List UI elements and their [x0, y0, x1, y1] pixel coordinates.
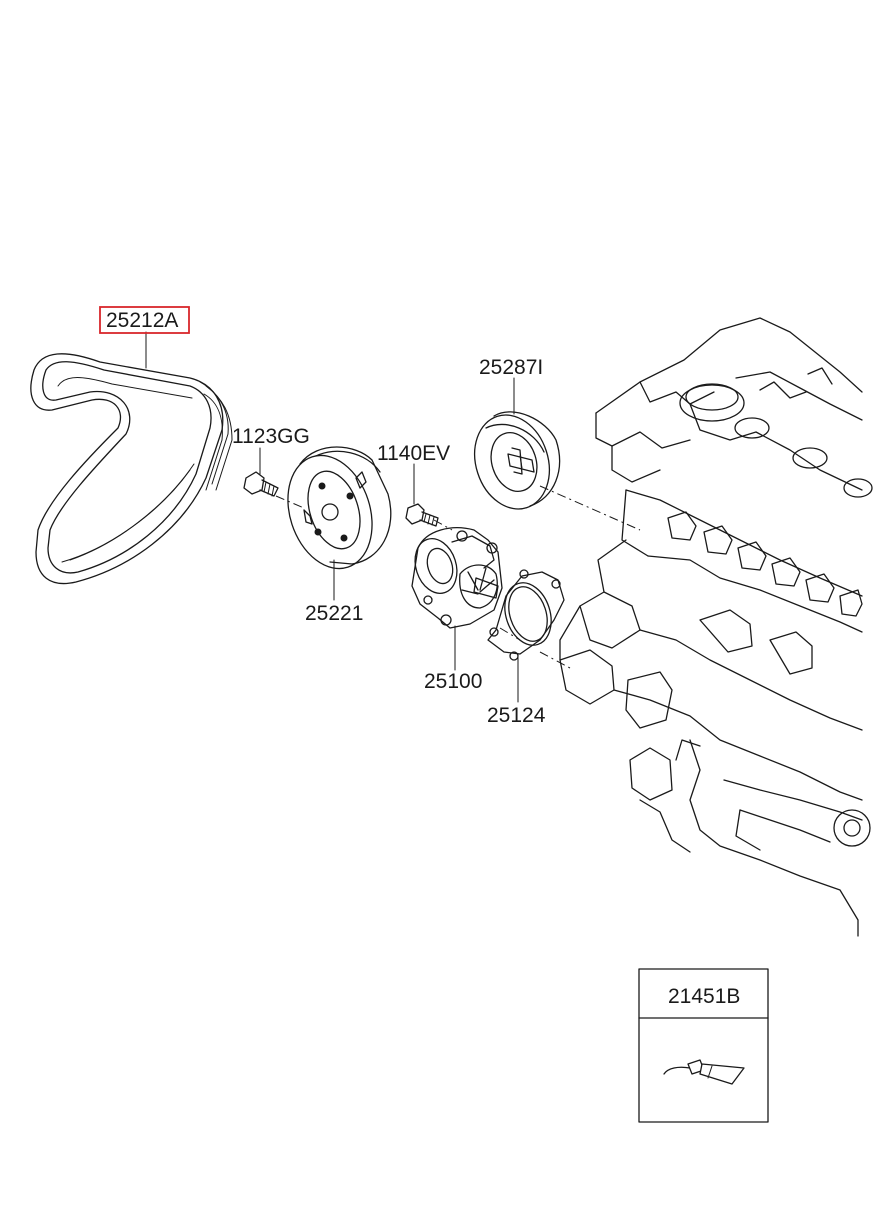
water-pump[interactable]: [408, 527, 503, 629]
label-gasket[interactable]: 25124: [487, 704, 546, 727]
idler-pulley[interactable]: [463, 405, 561, 519]
assembly-axis-lines: [275, 485, 641, 669]
part-labels: 25212A 1123GG 1140EV 25287I 25221 25100 …: [99, 306, 546, 727]
sealant-tube-icon: [663, 1059, 745, 1085]
sealant-box[interactable]: 21451B: [638, 968, 769, 1123]
label-water-pump-pulley[interactable]: 25221: [305, 602, 363, 625]
gasket[interactable]: [487, 569, 565, 661]
pulley-bolt[interactable]: [243, 471, 279, 497]
label-water-pump[interactable]: 25100: [424, 670, 482, 693]
engine-block: [559, 317, 873, 937]
drive-belt[interactable]: [30, 353, 233, 585]
label-pump-bolt[interactable]: 1140EV: [377, 442, 450, 465]
label-sealant[interactable]: 21451B: [668, 985, 740, 1008]
pump-bolt[interactable]: [405, 503, 439, 527]
label-pulley-bolt[interactable]: 1123GG: [232, 425, 310, 448]
label-idler-pulley[interactable]: 25287I: [479, 356, 543, 379]
label-belt[interactable]: 25212A: [106, 309, 178, 332]
highlight-frame: [99, 306, 190, 334]
water-pump-pulley[interactable]: [274, 444, 392, 579]
leader-lines: [145, 331, 519, 703]
